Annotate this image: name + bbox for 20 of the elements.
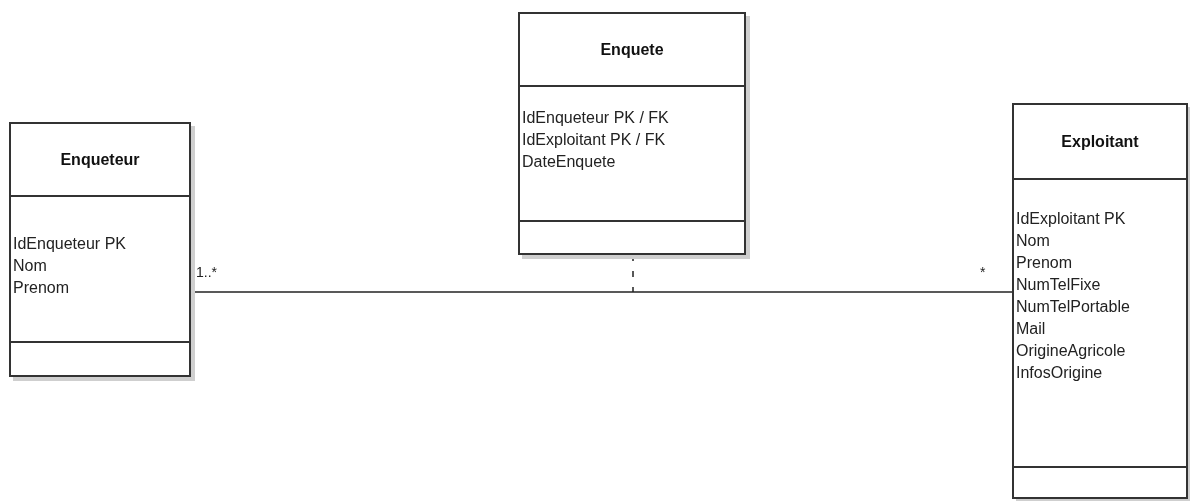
attribute: IdEnqueteur PK / FK bbox=[522, 108, 670, 128]
attribute: IdExploitant PK bbox=[1016, 209, 1127, 229]
class-name: Enquete bbox=[600, 39, 664, 60]
attribute: OrigineAgricole bbox=[1016, 341, 1127, 361]
attribute: Prenom bbox=[13, 278, 71, 298]
attribute: NumTelFixe bbox=[1016, 275, 1102, 295]
class-name: Exploitant bbox=[1061, 131, 1139, 152]
attribute: DateEnquete bbox=[522, 152, 617, 172]
class-box bbox=[1012, 103, 1188, 499]
attribute: NumTelPortable bbox=[1016, 297, 1131, 317]
class-name: Enqueteur bbox=[60, 149, 140, 170]
attribute: IdEnqueteur PK bbox=[13, 234, 127, 254]
multiplicity: * bbox=[980, 263, 986, 282]
attribute: IdExploitant PK / FK bbox=[522, 130, 667, 150]
attribute: InfosOrigine bbox=[1016, 363, 1104, 383]
attribute: Nom bbox=[13, 256, 48, 276]
attribute: Nom bbox=[1016, 231, 1051, 251]
multiplicity: 1..* bbox=[196, 263, 217, 282]
attribute: Prenom bbox=[1016, 253, 1074, 273]
attribute: Mail bbox=[1016, 319, 1047, 339]
